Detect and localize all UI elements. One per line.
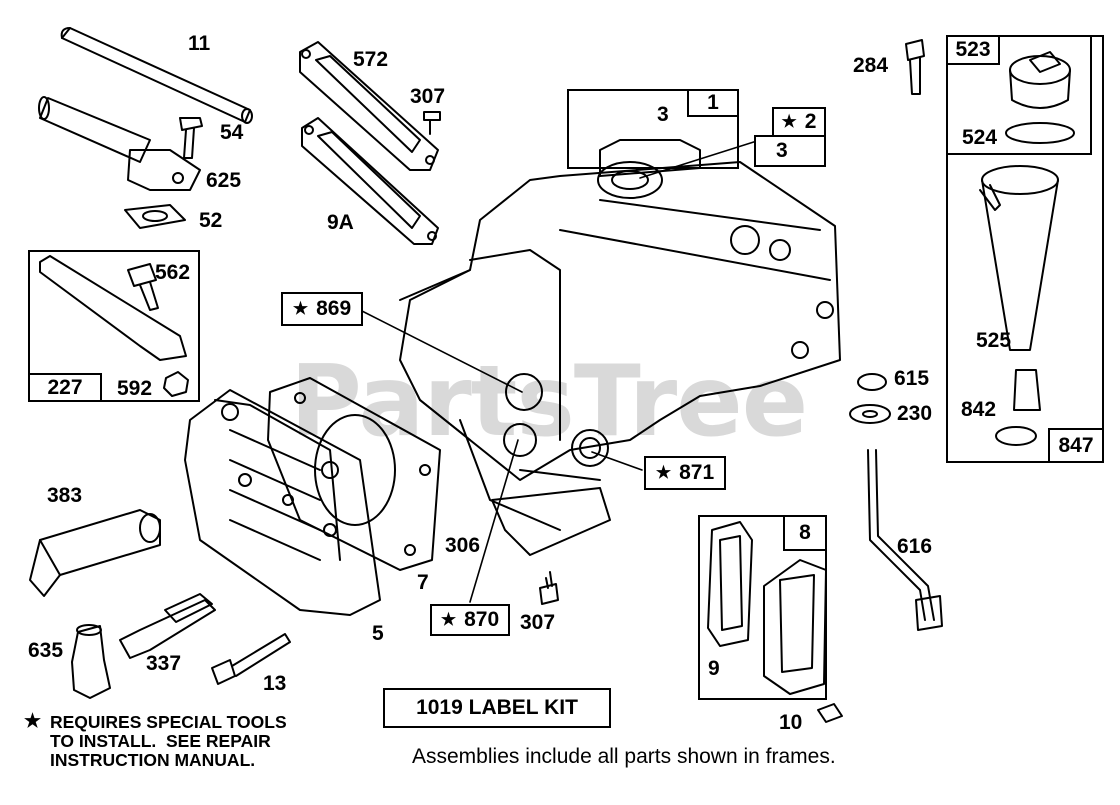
part-284-screw — [905, 39, 925, 95]
label-615: 615 — [894, 367, 930, 390]
special-tools-text: REQUIRES SPECIAL TOOLS TO INSTALL. SEE R… — [50, 712, 287, 770]
label-9a: 9A — [327, 211, 354, 234]
box-869-label: 869 — [316, 297, 352, 320]
label-562: 562 — [155, 261, 191, 284]
part-625-breather-tube — [38, 96, 201, 191]
box-523: 523 — [946, 35, 1000, 65]
part-635-boot — [71, 624, 111, 699]
part-616-rod — [867, 449, 943, 631]
box-2-label: 2 — [804, 110, 817, 133]
label-616: 616 — [897, 535, 933, 558]
part-230-washer — [849, 404, 891, 424]
label-10: 10 — [779, 711, 803, 734]
label-52: 52 — [199, 209, 223, 232]
box-871-label: 871 — [679, 461, 715, 484]
part-523-cap — [1009, 51, 1071, 109]
special-tools-note: ★ REQUIRES SPECIAL TOOLS TO INSTALL. SEE… — [24, 711, 287, 770]
part-9a-gasket — [301, 117, 439, 245]
box-870: ★ 870 — [430, 604, 510, 636]
frame-523 — [946, 35, 1092, 155]
label-5: 5 — [372, 622, 384, 645]
part-307-screw-top — [423, 111, 441, 135]
label-525: 525 — [976, 329, 1012, 352]
box-869: ★ 869 — [281, 292, 363, 326]
label-284: 284 — [853, 54, 889, 77]
box-227: 227 — [28, 373, 102, 402]
part-engine-block — [399, 139, 841, 531]
watermark: PartsTree — [290, 345, 808, 459]
label-13: 13 — [263, 672, 287, 695]
label-7: 7 — [417, 571, 429, 594]
part-562-bolt — [127, 263, 159, 311]
label-306: 306 — [445, 534, 481, 557]
box-8: 8 — [783, 515, 827, 551]
label-524: 524 — [962, 126, 998, 149]
part-592-link — [39, 255, 187, 361]
part-52-gasket — [124, 204, 186, 229]
box-870-label: 870 — [464, 608, 500, 631]
part-572-gasket — [299, 41, 439, 171]
part-54-screw — [179, 117, 203, 159]
part-13-bolt — [211, 633, 291, 685]
part-10-screw — [817, 703, 843, 723]
label-572: 572 — [353, 48, 389, 71]
part-842-oring — [995, 426, 1037, 446]
part-8-cover — [763, 559, 827, 695]
star-icon: ★ — [781, 112, 797, 131]
box-1: 1 — [687, 89, 739, 117]
label-9: 9 — [708, 657, 720, 680]
part-11-tube — [60, 27, 253, 124]
star-icon: ★ — [292, 299, 309, 318]
label-230: 230 — [897, 402, 933, 425]
part-7-head-gasket — [267, 377, 441, 571]
label-842: 842 — [961, 398, 997, 421]
label-383: 383 — [47, 484, 83, 507]
frame-227 — [28, 250, 200, 402]
leader-lines — [359, 139, 761, 603]
part-9-gasket — [707, 521, 753, 647]
label-337: 337 — [146, 652, 182, 675]
part-306-gasket — [491, 487, 611, 556]
part-5-cylinder-head — [184, 389, 381, 616]
part-615-nut — [857, 373, 887, 391]
label-307-top: 307 — [410, 85, 446, 108]
part-307-screw-bottom — [539, 571, 559, 605]
box-847: 847 — [1048, 428, 1104, 463]
part-524-seal — [1005, 122, 1075, 144]
star-icon: ★ — [655, 463, 672, 482]
part-383-wrench — [29, 509, 161, 597]
part-337-spark-plug — [119, 593, 216, 659]
frame-1 — [567, 89, 739, 169]
part-nut — [163, 371, 189, 397]
label-625: 625 — [206, 169, 242, 192]
label-11: 11 — [188, 32, 211, 55]
box-2: ★2 — [772, 107, 826, 137]
box-3: 3 — [754, 135, 826, 167]
star-icon: ★ — [24, 711, 42, 732]
label-635: 635 — [28, 639, 64, 662]
label-kit-box: 1019 LABEL KIT — [383, 688, 611, 728]
box-871: ★ 871 — [644, 456, 726, 490]
part-525-dipstick-tube — [979, 165, 1059, 411]
label-54: 54 — [220, 121, 244, 144]
frame-8 — [698, 515, 827, 700]
label-592: 592 — [117, 377, 153, 400]
star-icon: ★ — [440, 610, 457, 629]
label-307-bottom: 307 — [520, 611, 556, 634]
label-3-seal: 3 — [657, 103, 669, 126]
assemblies-note: Assemblies include all parts shown in fr… — [412, 745, 836, 768]
